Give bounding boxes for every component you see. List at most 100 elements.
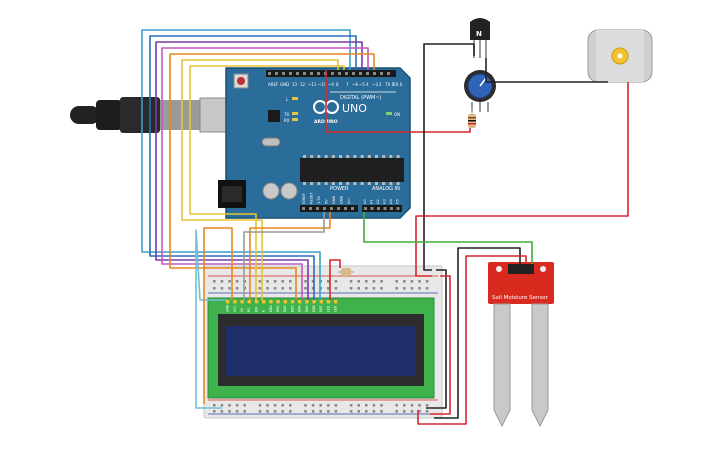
breadboard-rail-hole[interactable] xyxy=(281,280,284,283)
potentiometer[interactable] xyxy=(464,70,496,112)
breadboard-rail-hole[interactable] xyxy=(395,404,398,407)
digital-header-hole[interactable] xyxy=(338,72,341,75)
breadboard-rail-hole[interactable] xyxy=(220,404,224,407)
breadboard-rail-hole[interactable] xyxy=(403,404,406,407)
breadboard-rail-hole[interactable] xyxy=(425,404,429,407)
breadboard-rail-hole[interactable] xyxy=(311,410,315,413)
breadboard-rail-hole[interactable] xyxy=(380,404,383,407)
lcd-pin[interactable] xyxy=(326,300,331,304)
breadboard-rail-hole[interactable] xyxy=(228,404,231,407)
lcd-pin[interactable] xyxy=(298,300,302,304)
lcd-pin[interactable] xyxy=(247,300,251,304)
wire-red-resistor[interactable] xyxy=(329,259,341,300)
digital-header-hole[interactable] xyxy=(296,72,299,75)
breadboard-rail-hole[interactable] xyxy=(235,410,239,413)
breadboard-rail-hole[interactable] xyxy=(304,404,307,407)
breadboard-rail-hole[interactable] xyxy=(403,410,406,413)
analog-header-hole[interactable] xyxy=(390,207,393,210)
breadboard-rail-hole[interactable] xyxy=(304,410,307,413)
breadboard-rail-hole[interactable] xyxy=(357,280,360,283)
breadboard-rail-hole[interactable] xyxy=(395,287,398,290)
power-header-hole[interactable] xyxy=(344,207,347,210)
breadboard-rail-hole[interactable] xyxy=(266,287,269,290)
breadboard-rail-hole[interactable] xyxy=(327,404,330,407)
breadboard-rail-hole[interactable] xyxy=(273,287,277,290)
analog-header-hole[interactable] xyxy=(383,207,387,210)
digital-header-hole[interactable] xyxy=(289,72,292,75)
breadboard-rail-hole[interactable] xyxy=(311,280,315,283)
lcd-pin[interactable] xyxy=(240,300,244,304)
digital-header-hole[interactable] xyxy=(331,72,334,75)
breadboard-rail-hole[interactable] xyxy=(425,280,429,283)
breadboard-rail-hole[interactable] xyxy=(410,287,414,290)
breadboard-rail-hole[interactable] xyxy=(365,410,368,413)
digital-header-hole[interactable] xyxy=(380,72,383,75)
breadboard-rail-hole[interactable] xyxy=(220,287,224,290)
breadboard-rail-hole[interactable] xyxy=(281,287,284,290)
analog-header-hole[interactable] xyxy=(396,207,400,210)
breadboard-rail-hole[interactable] xyxy=(380,287,383,290)
wire-yellow[interactable] xyxy=(181,59,339,300)
breadboard-rail-hole[interactable] xyxy=(213,280,216,283)
breadboard-rail-hole[interactable] xyxy=(289,287,292,290)
wire-red-pot[interactable] xyxy=(325,70,471,133)
wire-orange[interactable] xyxy=(169,53,375,300)
wire-lightblue[interactable] xyxy=(195,229,226,409)
breadboard-rail-hole[interactable] xyxy=(281,404,284,407)
breadboard-rail-hole[interactable] xyxy=(372,410,376,413)
breadboard-rail-hole[interactable] xyxy=(311,404,315,407)
breadboard-rail-hole[interactable] xyxy=(425,410,429,413)
breadboard-rail-hole[interactable] xyxy=(372,287,376,290)
power-header-hole[interactable] xyxy=(309,207,312,210)
breadboard-rail-hole[interactable] xyxy=(243,410,246,413)
breadboard-rail-hole[interactable] xyxy=(410,280,414,283)
breadboard-rail-hole[interactable] xyxy=(357,410,360,413)
breadboard-rail-hole[interactable] xyxy=(243,404,246,407)
breadboard-rail-hole[interactable] xyxy=(349,287,353,290)
breadboard-rail-hole[interactable] xyxy=(349,410,353,413)
breadboard-rail-hole[interactable] xyxy=(273,404,277,407)
wire-green-sensor[interactable] xyxy=(363,212,533,264)
digital-header-hole[interactable] xyxy=(345,72,348,75)
breadboard-rail-hole[interactable] xyxy=(334,410,338,413)
lcd-pin[interactable] xyxy=(226,300,230,304)
lcd-pin[interactable] xyxy=(283,300,287,304)
breadboard-rail-hole[interactable] xyxy=(266,280,269,283)
breadboard-rail-hole[interactable] xyxy=(258,280,262,283)
breadboard-rail-hole[interactable] xyxy=(372,404,376,407)
lcd-pin[interactable] xyxy=(269,300,273,304)
breadboard-rail-hole[interactable] xyxy=(418,280,421,283)
digital-header-hole[interactable] xyxy=(303,72,306,75)
breadboard-rail-hole[interactable] xyxy=(327,410,330,413)
digital-header-hole[interactable] xyxy=(359,72,362,75)
wire-red-rail[interactable] xyxy=(430,275,451,415)
breadboard-rail-hole[interactable] xyxy=(304,280,307,283)
power-header-hole[interactable] xyxy=(316,207,319,210)
breadboard-rail-hole[interactable] xyxy=(327,287,330,290)
lcd-pin[interactable] xyxy=(233,300,237,304)
breadboard-rail-hole[interactable] xyxy=(273,280,277,283)
power-header-hole[interactable] xyxy=(337,207,340,210)
breadboard-rail-hole[interactable] xyxy=(349,280,353,283)
breadboard-rail-hole[interactable] xyxy=(410,404,414,407)
breadboard-rail-hole[interactable] xyxy=(213,404,216,407)
breadboard-rail-hole[interactable] xyxy=(220,280,224,283)
wire-pink[interactable] xyxy=(161,47,369,300)
breadboard-rail-hole[interactable] xyxy=(349,404,353,407)
wire-red-sensor[interactable] xyxy=(417,255,527,425)
wire-red-motor[interactable] xyxy=(415,82,629,277)
wire-gray-power[interactable] xyxy=(243,212,325,300)
wire-black-sensor[interactable] xyxy=(434,247,521,419)
breadboard-rail-hole[interactable] xyxy=(266,410,269,413)
breadboard-rail-hole[interactable] xyxy=(425,287,429,290)
breadboard-rail-hole[interactable] xyxy=(228,287,231,290)
breadboard-rail-hole[interactable] xyxy=(235,404,239,407)
wire-black-motor[interactable] xyxy=(485,58,608,83)
breadboard-rail-hole[interactable] xyxy=(327,280,330,283)
breadboard-rail-hole[interactable] xyxy=(319,410,322,413)
wire-orange-left[interactable] xyxy=(203,227,233,404)
breadboard-rail-hole[interactable] xyxy=(365,287,368,290)
breadboard-rail-hole[interactable] xyxy=(418,410,421,413)
breadboard-rail-hole[interactable] xyxy=(304,287,307,290)
wire-black-transistor[interactable] xyxy=(423,43,475,271)
